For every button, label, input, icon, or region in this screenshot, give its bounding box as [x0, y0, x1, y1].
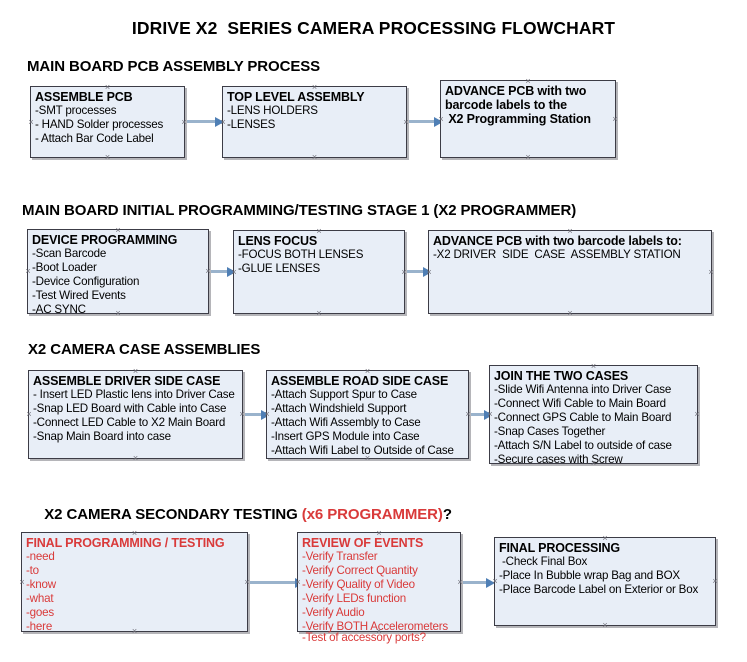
box-line: -LENS HOLDERS: [227, 104, 318, 117]
box-line: -SMT processes: [35, 104, 117, 117]
box-lens-focus[interactable]: LENS FOCUS -FOCUS BOTH LENSES -GLUE LENS…: [233, 230, 405, 314]
box-title: ADVANCE PCB with two barcode labels to:: [433, 234, 682, 248]
box-line: -Verify Quality of Video: [302, 577, 415, 591]
connector-device-programming-to-lens-focus: [211, 270, 228, 273]
box-review-of-events[interactable]: REVIEW OF EVENTS -Verify Transfer -Verif…: [297, 532, 461, 644]
connector-handle-right: [711, 577, 720, 586]
box-line: -Verify LEDs function: [302, 591, 407, 605]
section-heading-x2-camera-case-assemblies: X2 CAMERA CASE ASSEMBLIES: [28, 341, 261, 358]
box-line: X2 Programming Station: [445, 112, 591, 126]
box-assemble-driver-side-case[interactable]: ASSEMBLE DRIVER SIDE CASE - Insert LED P…: [28, 370, 243, 459]
box-line: -Boot Loader: [32, 260, 97, 274]
connector-handle-bottom: [524, 153, 533, 162]
box-line: -Connect LED Cable to X2 Main Board: [33, 415, 226, 429]
connector-handle-bottom: [601, 621, 610, 630]
section-heading-main-board-initial-programming: MAIN BOARD INITIAL PROGRAMMING/TESTING S…: [22, 202, 577, 219]
box-line: -Snap Main Board into case: [33, 429, 171, 443]
box-assemble-road-side-case[interactable]: ASSEMBLE ROAD SIDE CASE -Attach Support …: [266, 370, 469, 459]
box-join-the-two-cases[interactable]: JOIN THE TWO CASES -Slide Wifi Antenna i…: [489, 365, 698, 466]
box-line: -AC SYNC: [32, 302, 86, 316]
box-line: -Verify Correct Quantity: [302, 563, 418, 577]
box-line-overflow: -Test of accessory ports?: [302, 631, 426, 645]
box-line: -X2 DRIVER SIDE CASE ASSEMBLY STATION: [433, 248, 681, 261]
box-advance-pcb-driver-side-case[interactable]: ADVANCE PCB with two barcode labels to: …: [428, 230, 712, 314]
box-line: -Connect GPS Cable to Main Board: [494, 410, 672, 424]
box-line: -need: [26, 550, 55, 563]
connector-review-of-events-to-final-processing: [463, 581, 487, 584]
section-heading-text: X2 CAMERA SECONDARY TESTING: [44, 506, 302, 523]
box-line: -Device Configuration: [32, 274, 140, 288]
box-title: FINAL PROCESSING: [499, 541, 620, 555]
section-heading-tail: ?: [442, 506, 452, 523]
box-line: -goes: [26, 605, 55, 619]
box-line: -Attach S/N Label to outside of case: [494, 438, 672, 452]
box-title: TOP LEVEL ASSEMBLY: [227, 90, 365, 104]
connector-handle-right: [707, 268, 716, 277]
connector-lens-focus-to-advance-pcb-driver-side: [407, 270, 424, 273]
box-line: -know: [26, 577, 56, 591]
box-advance-pcb-programming-station[interactable]: ADVANCE PCB with two barcode labels to t…: [440, 80, 616, 158]
box-title: DEVICE PROGRAMMING: [32, 233, 178, 247]
box-line: -Attach Wifi Assembly to Case: [271, 415, 421, 429]
connector-road-side-to-join-cases: [471, 413, 485, 416]
connector-final-programming-to-review-of-events: [250, 581, 296, 584]
connector-handle-bottom: [103, 153, 112, 162]
box-line: - HAND Solder processes: [35, 117, 164, 131]
box-title: ASSEMBLE DRIVER SIDE CASE: [33, 374, 221, 388]
box-line: -Attach Wifi Label to Outside of Case: [271, 443, 454, 457]
box-line: -Slide Wifi Antenna into Driver Case: [494, 383, 672, 396]
page-title: IDRIVE X2 SERIES CAMERA PROCESSING FLOWC…: [131, 18, 616, 38]
box-line: -Attach Support Spur to Case: [271, 388, 417, 401]
connector-assemble-pcb-to-top-level-assembly: [187, 120, 216, 123]
box-line: -FOCUS BOTH LENSES: [238, 248, 364, 261]
box-final-programming-testing[interactable]: FINAL PROGRAMMING / TESTING -need -to -k…: [21, 532, 248, 633]
connector-handle-right: [693, 410, 702, 419]
box-line: -GLUE LENSES: [238, 261, 321, 275]
box-top-level-assembly[interactable]: TOP LEVEL ASSEMBLY -LENS HOLDERS -LENSES: [222, 86, 407, 158]
box-line: -LENSES: [227, 117, 276, 131]
box-line: -Connect Wifi Cable to Main Board: [494, 396, 666, 410]
box-title: JOIN THE TWO CASES: [494, 369, 629, 383]
section-heading-accent: (x6 PROGRAMMER): [301, 506, 443, 523]
box-line: - Attach Bar Code Label: [35, 131, 154, 145]
connector-handle-right: [611, 115, 620, 124]
box-line: -to: [26, 563, 39, 577]
section-heading-x2-camera-secondary-testing: X2 CAMERA SECONDARY TESTING (x6 PROGRAMM…: [28, 489, 452, 540]
connector-handle-bottom: [315, 309, 324, 318]
box-line: -Check Final Box: [499, 555, 588, 568]
box-title: ASSEMBLE PCB: [35, 90, 133, 104]
connector-handle-bottom: [566, 309, 575, 318]
box-line: -Secure cases with Screw: [494, 452, 623, 466]
box-title: REVIEW OF EVENTS: [302, 536, 424, 550]
box-line: -Insert GPS Module into Case: [271, 429, 420, 443]
box-line: -Snap LED Board with Cable into Case: [33, 401, 227, 415]
connector-handle-bottom: [131, 454, 140, 463]
box-line: -Snap Cases Together: [494, 424, 606, 438]
box-line: -Test Wired Events: [32, 288, 126, 302]
box-line: -what: [26, 591, 54, 605]
connector-driver-side-to-road-side: [245, 413, 262, 416]
connector-top-level-assembly-to-advance-pcb: [409, 120, 435, 123]
box-device-programming[interactable]: DEVICE PROGRAMMING -Scan Barcode -Boot L…: [27, 229, 209, 316]
box-line: -Verify Transfer: [302, 550, 378, 563]
box-title: ADVANCE PCB with two: [445, 84, 587, 98]
section-heading-main-board-pcb-assembly-process: MAIN BOARD PCB ASSEMBLY PROCESS: [27, 58, 321, 75]
connector-handle-bottom: [310, 153, 319, 162]
box-line: -Place In Bubble wrap Bag and BOX: [499, 568, 680, 582]
box-assemble-pcb[interactable]: ASSEMBLE PCB -SMT processes - HAND Solde…: [30, 86, 185, 158]
box-line: barcode labels to the: [445, 98, 567, 112]
box-line: -Scan Barcode: [32, 247, 107, 260]
box-line: - Insert LED Plastic lens into Driver Ca…: [33, 388, 235, 401]
box-line: -here: [26, 619, 53, 633]
box-line: -Verify Audio: [302, 605, 365, 619]
box-title: FINAL PROGRAMMING / TESTING: [26, 536, 225, 550]
box-line: -Place Barcode Label on Exterior or Box: [499, 582, 699, 596]
box-line: -Verify BOTH Accelerometers: [302, 619, 449, 633]
box-title: ASSEMBLE ROAD SIDE CASE: [271, 374, 449, 388]
box-final-processing[interactable]: FINAL PROCESSING -Check Final Box -Place…: [494, 537, 716, 626]
box-title: LENS FOCUS: [238, 234, 318, 248]
box-line: -Attach Windshield Support: [271, 401, 407, 415]
